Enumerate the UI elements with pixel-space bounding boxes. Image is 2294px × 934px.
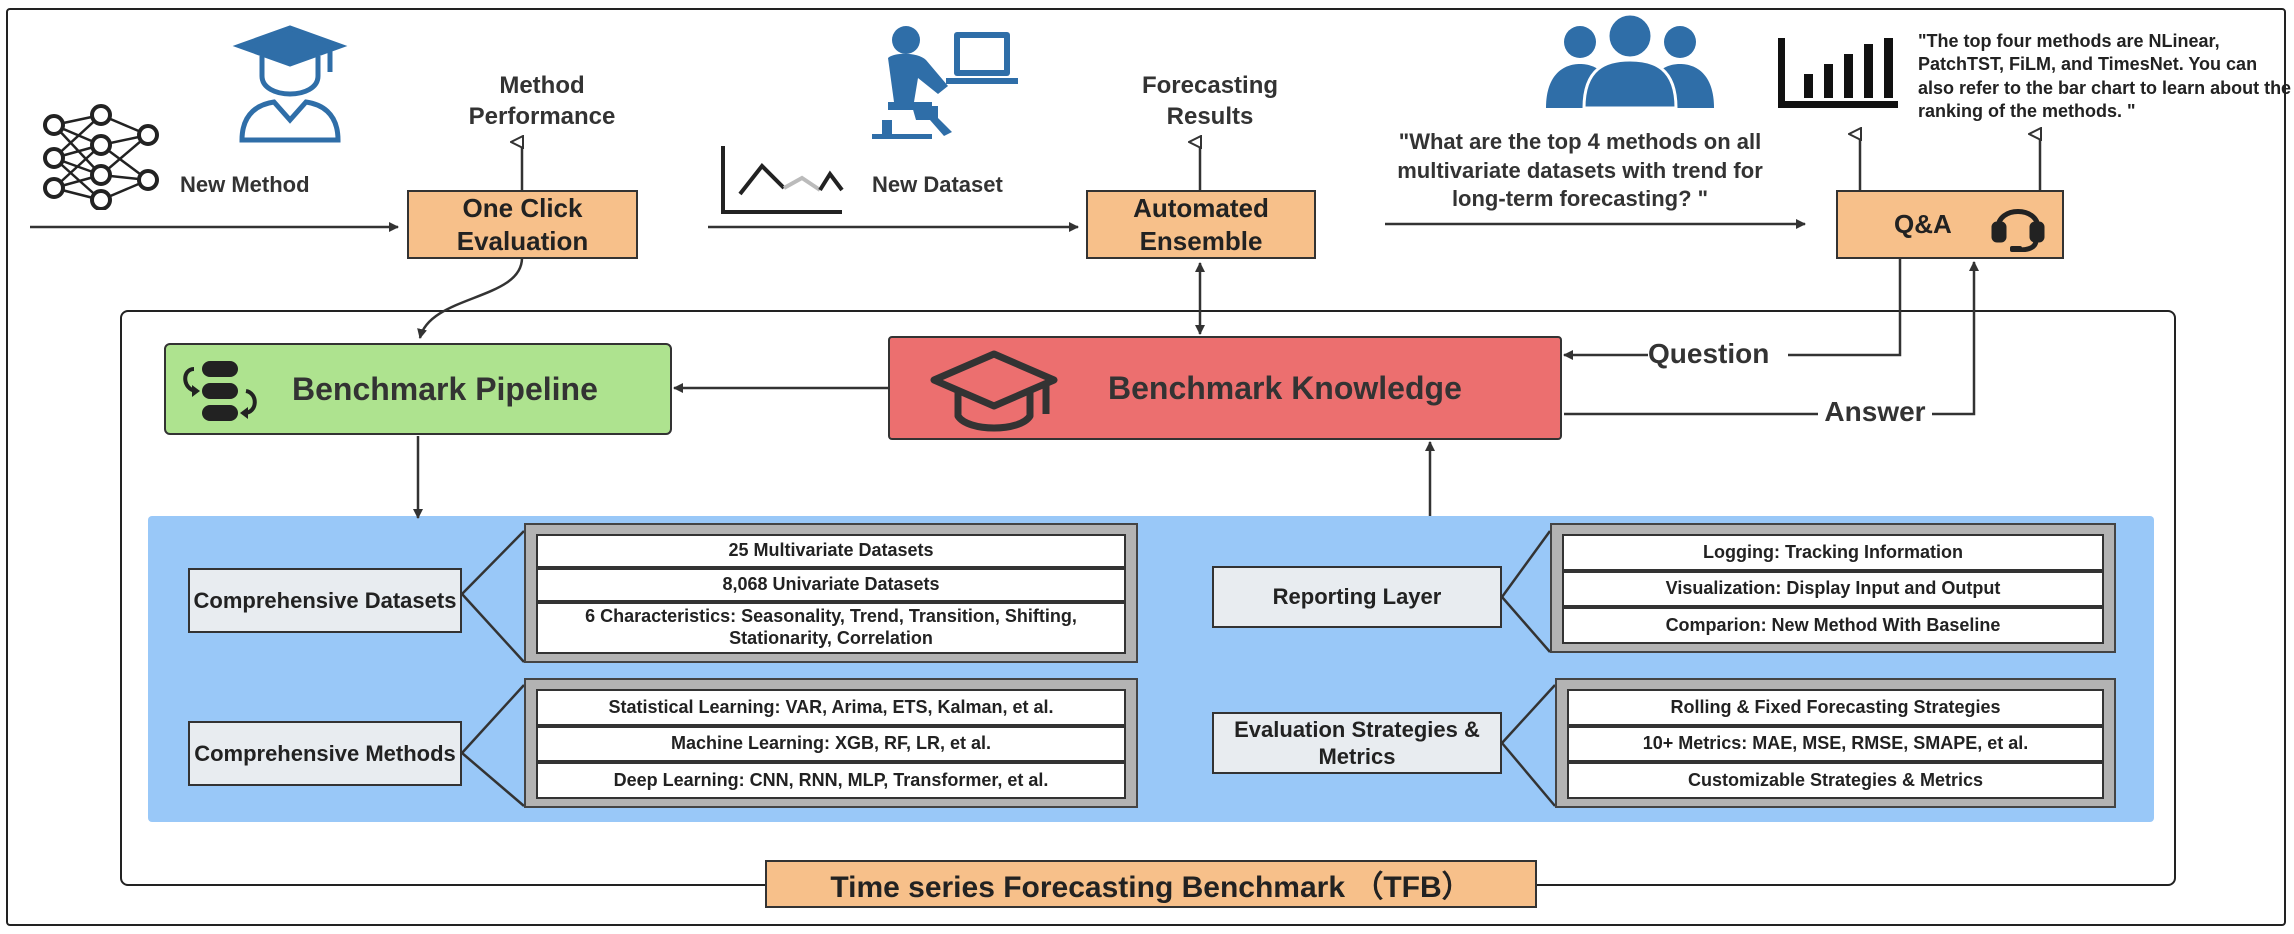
automated-ensemble-box: Automated Ensemble [1086, 190, 1316, 259]
list-item: 8,068 Univariate Datasets [536, 568, 1126, 602]
list-item: Logging: Tracking Information [1562, 534, 2104, 571]
forecasting-results-label: Forecasting Results [1141, 72, 1279, 131]
qa-label: Q&A [1894, 209, 1952, 240]
new-dataset-label: New Dataset [872, 172, 1003, 197]
graduate-icon [232, 25, 348, 143]
list-item: Statistical Learning: VAR, Arima, ETS, K… [536, 689, 1126, 726]
answer-label: Answer [1818, 396, 1932, 428]
evaluation-label-box: Evaluation Strategies & Metrics [1212, 712, 1502, 774]
list-item: 10+ Metrics: MAE, MSE, RMSE, SMAPE, et a… [1567, 726, 2104, 762]
benchmark-knowledge-label: Benchmark Knowledge [1108, 369, 1462, 406]
list-item: Deep Learning: CNN, RNN, MLP, Transforme… [536, 762, 1126, 799]
tfb-title: Time series Forecasting Benchmark （TFB） [765, 860, 1537, 908]
one-click-evaluation-box: One Click Evaluation [407, 190, 638, 259]
evaluation-list: Rolling & Fixed Forecasting Strategies 1… [1555, 678, 2116, 808]
group-icon [1546, 12, 1714, 108]
reporting-list: Logging: Tracking Information Visualizat… [1550, 523, 2116, 653]
methods-label-box: Comprehensive Methods [188, 721, 462, 786]
new-method-label: New Method [180, 172, 310, 197]
list-item: Visualization: Display Input and Output [1562, 571, 2104, 607]
line-chart-icon [721, 146, 844, 214]
headset-icon [1991, 209, 2045, 252]
benchmark-pipeline-box: Benchmark Pipeline [164, 343, 672, 435]
list-item: Machine Learning: XGB, RF, LR, et al. [536, 726, 1126, 762]
computer-user-icon [872, 26, 1018, 139]
database-sync-icon [183, 361, 257, 421]
question-text: "What are the top 4 methods on all multi… [1397, 129, 1763, 212]
datasets-list: 25 Multivariate Datasets 8,068 Univariat… [524, 523, 1138, 663]
benchmark-knowledge-box: Benchmark Knowledge [888, 336, 1562, 440]
list-item: Rolling & Fixed Forecasting Strategies [1567, 689, 2104, 726]
outer-frame [6, 8, 2286, 926]
list-item: 25 Multivariate Datasets [536, 534, 1126, 568]
list-item: 6 Characteristics: Seasonality, Trend, T… [536, 602, 1126, 654]
bar-chart-icon [1778, 38, 1898, 108]
method-performance-label: Method Performance [468, 72, 616, 131]
list-item: Customizable Strategies & Metrics [1567, 762, 2104, 799]
list-item: Comparion: New Method With Baseline [1562, 607, 2104, 644]
reporting-label-box: Reporting Layer [1212, 566, 1502, 628]
mortarboard-icon [930, 350, 1058, 432]
datasets-label-box: Comprehensive Datasets [188, 568, 462, 633]
neural-network-icon [43, 104, 159, 210]
benchmark-pipeline-label: Benchmark Pipeline [292, 370, 598, 407]
question-label: Question [1648, 338, 1788, 370]
methods-list: Statistical Learning: VAR, Arima, ETS, K… [524, 678, 1138, 808]
answer-text: "The top four methods are NLinear, Patch… [1918, 31, 2292, 122]
